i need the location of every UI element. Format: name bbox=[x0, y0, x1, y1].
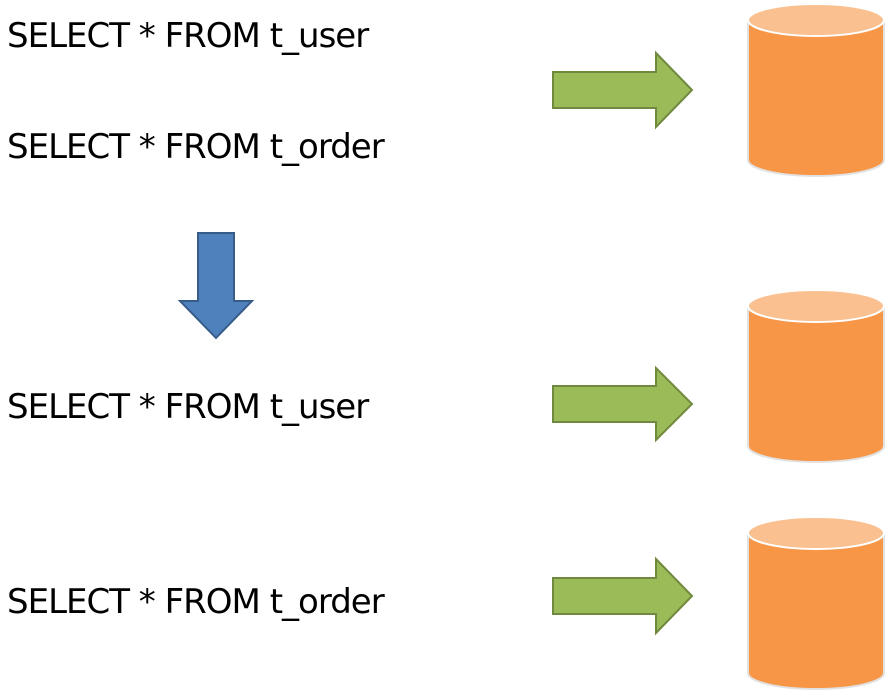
query-after-order: SELECT * FROM t_order bbox=[7, 582, 385, 622]
right-arrow-icon-3 bbox=[552, 556, 694, 636]
database-icon-1 bbox=[747, 3, 885, 177]
query-after-user: SELECT * FROM t_user bbox=[7, 387, 369, 427]
right-arrow-icon-2 bbox=[552, 365, 694, 443]
query-before-user: SELECT * FROM t_user bbox=[7, 16, 369, 56]
query-before-order: SELECT * FROM t_order bbox=[7, 127, 385, 167]
down-arrow-icon bbox=[177, 232, 255, 340]
database-icon-2 bbox=[747, 289, 885, 463]
database-icon-3 bbox=[747, 516, 885, 690]
right-arrow-icon-1 bbox=[552, 50, 694, 130]
